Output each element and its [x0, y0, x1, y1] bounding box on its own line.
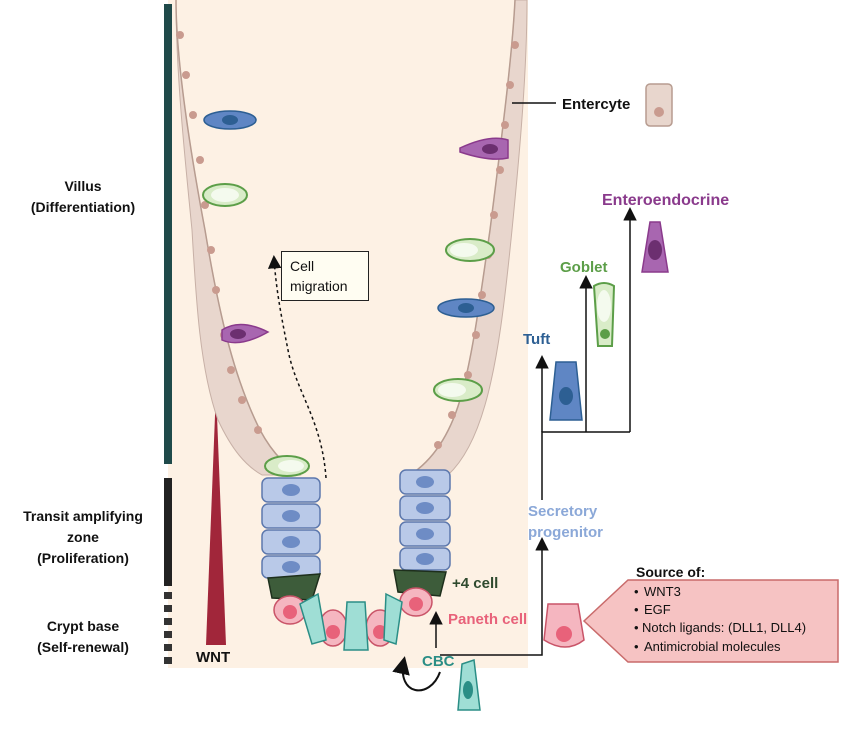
goblet-cell-villus-left — [202, 183, 248, 207]
plus4-cells — [267, 569, 447, 601]
villus-zone-bar — [164, 4, 172, 464]
goblet-label: Goblet — [560, 259, 608, 276]
source-bullet: • — [634, 639, 639, 654]
transit-zone-bar — [164, 478, 172, 586]
tuft-cell-icon — [549, 361, 583, 421]
transit-nuclei-right — [416, 476, 434, 565]
tuft-cell-villus-left — [203, 110, 257, 130]
transit-nuclei-left — [282, 484, 300, 573]
source-item: Antimicrobial molecules — [644, 639, 781, 654]
enteroendocrine-label: Enteroendocrine — [602, 192, 729, 209]
enterocyte-label: Entercyte — [562, 96, 630, 113]
secretory-label-2: progenitor — [528, 524, 603, 541]
source-item: WNT3 — [644, 584, 681, 599]
source-item: EGF — [644, 602, 671, 617]
migration-line-2: migration — [290, 278, 348, 294]
paneth-label: Paneth cell — [448, 611, 527, 628]
goblet-cell-villus-right — [445, 238, 495, 262]
crypt-zone-label: Crypt base (Self-renewal) — [8, 616, 158, 658]
villus-zone-label: Villus (Differentiation) — [8, 176, 158, 218]
transit-title: Transit amplifying — [23, 508, 143, 524]
enteroendocrine-cell-villus-right — [459, 137, 509, 160]
paneth-cell-icon — [543, 603, 585, 648]
goblet-cell-villus-left-low — [264, 455, 310, 477]
cbc-cells — [299, 592, 403, 651]
transit-title-2: zone — [67, 529, 99, 545]
villus-title: Villus — [64, 178, 102, 194]
cbc-cell-icon — [457, 658, 481, 711]
crypt-title: Crypt base — [46, 618, 120, 634]
tuft-label: Tuft — [523, 331, 550, 348]
tuft-cell-villus-right — [437, 298, 495, 318]
source-bullet: • — [634, 620, 639, 635]
source-title: Source of: — [636, 564, 705, 580]
cbc-to-secretory-line — [440, 537, 549, 656]
cell-migration-box: Cell migration — [281, 251, 369, 301]
source-list: • WNT3 • EGF • Notch ligands: (DLL1, DLL… — [634, 584, 806, 654]
source-callout — [582, 579, 839, 663]
plus4-label: +4 cell — [452, 575, 498, 592]
secretory-stem-line — [541, 431, 630, 500]
enterocyte-icon — [645, 83, 673, 127]
self-renewal-loop — [392, 656, 441, 692]
crypt-zone-bar — [164, 592, 172, 664]
migration-arrow — [267, 255, 327, 479]
transit-subtitle: (Proliferation) — [37, 550, 129, 566]
goblet-cell-icon — [592, 282, 616, 347]
villus-subtitle: (Differentiation) — [30, 199, 136, 215]
enteroendocrine-cell-icon — [641, 221, 669, 273]
source-bullet: • — [634, 602, 639, 617]
crypt-subtitle: (Self-renewal) — [37, 639, 129, 655]
paneth-nuclei — [283, 597, 423, 639]
transit-zone-label: Transit amplifying zone (Proliferation) — [4, 506, 162, 569]
wnt-gradient-wedge — [206, 390, 226, 645]
secretory-label-1: Secretory — [528, 503, 598, 520]
wnt-label: WNT — [196, 649, 230, 666]
enteroendocrine-cell-villus-left — [221, 323, 270, 344]
goblet-cell-villus-right-low — [433, 378, 483, 402]
cbc-label: CBC — [422, 653, 455, 670]
migration-line-1: Cell — [290, 258, 315, 274]
source-bullet: • — [634, 584, 639, 599]
source-item: Notch ligands: (DLL1, DLL4) — [642, 620, 806, 635]
